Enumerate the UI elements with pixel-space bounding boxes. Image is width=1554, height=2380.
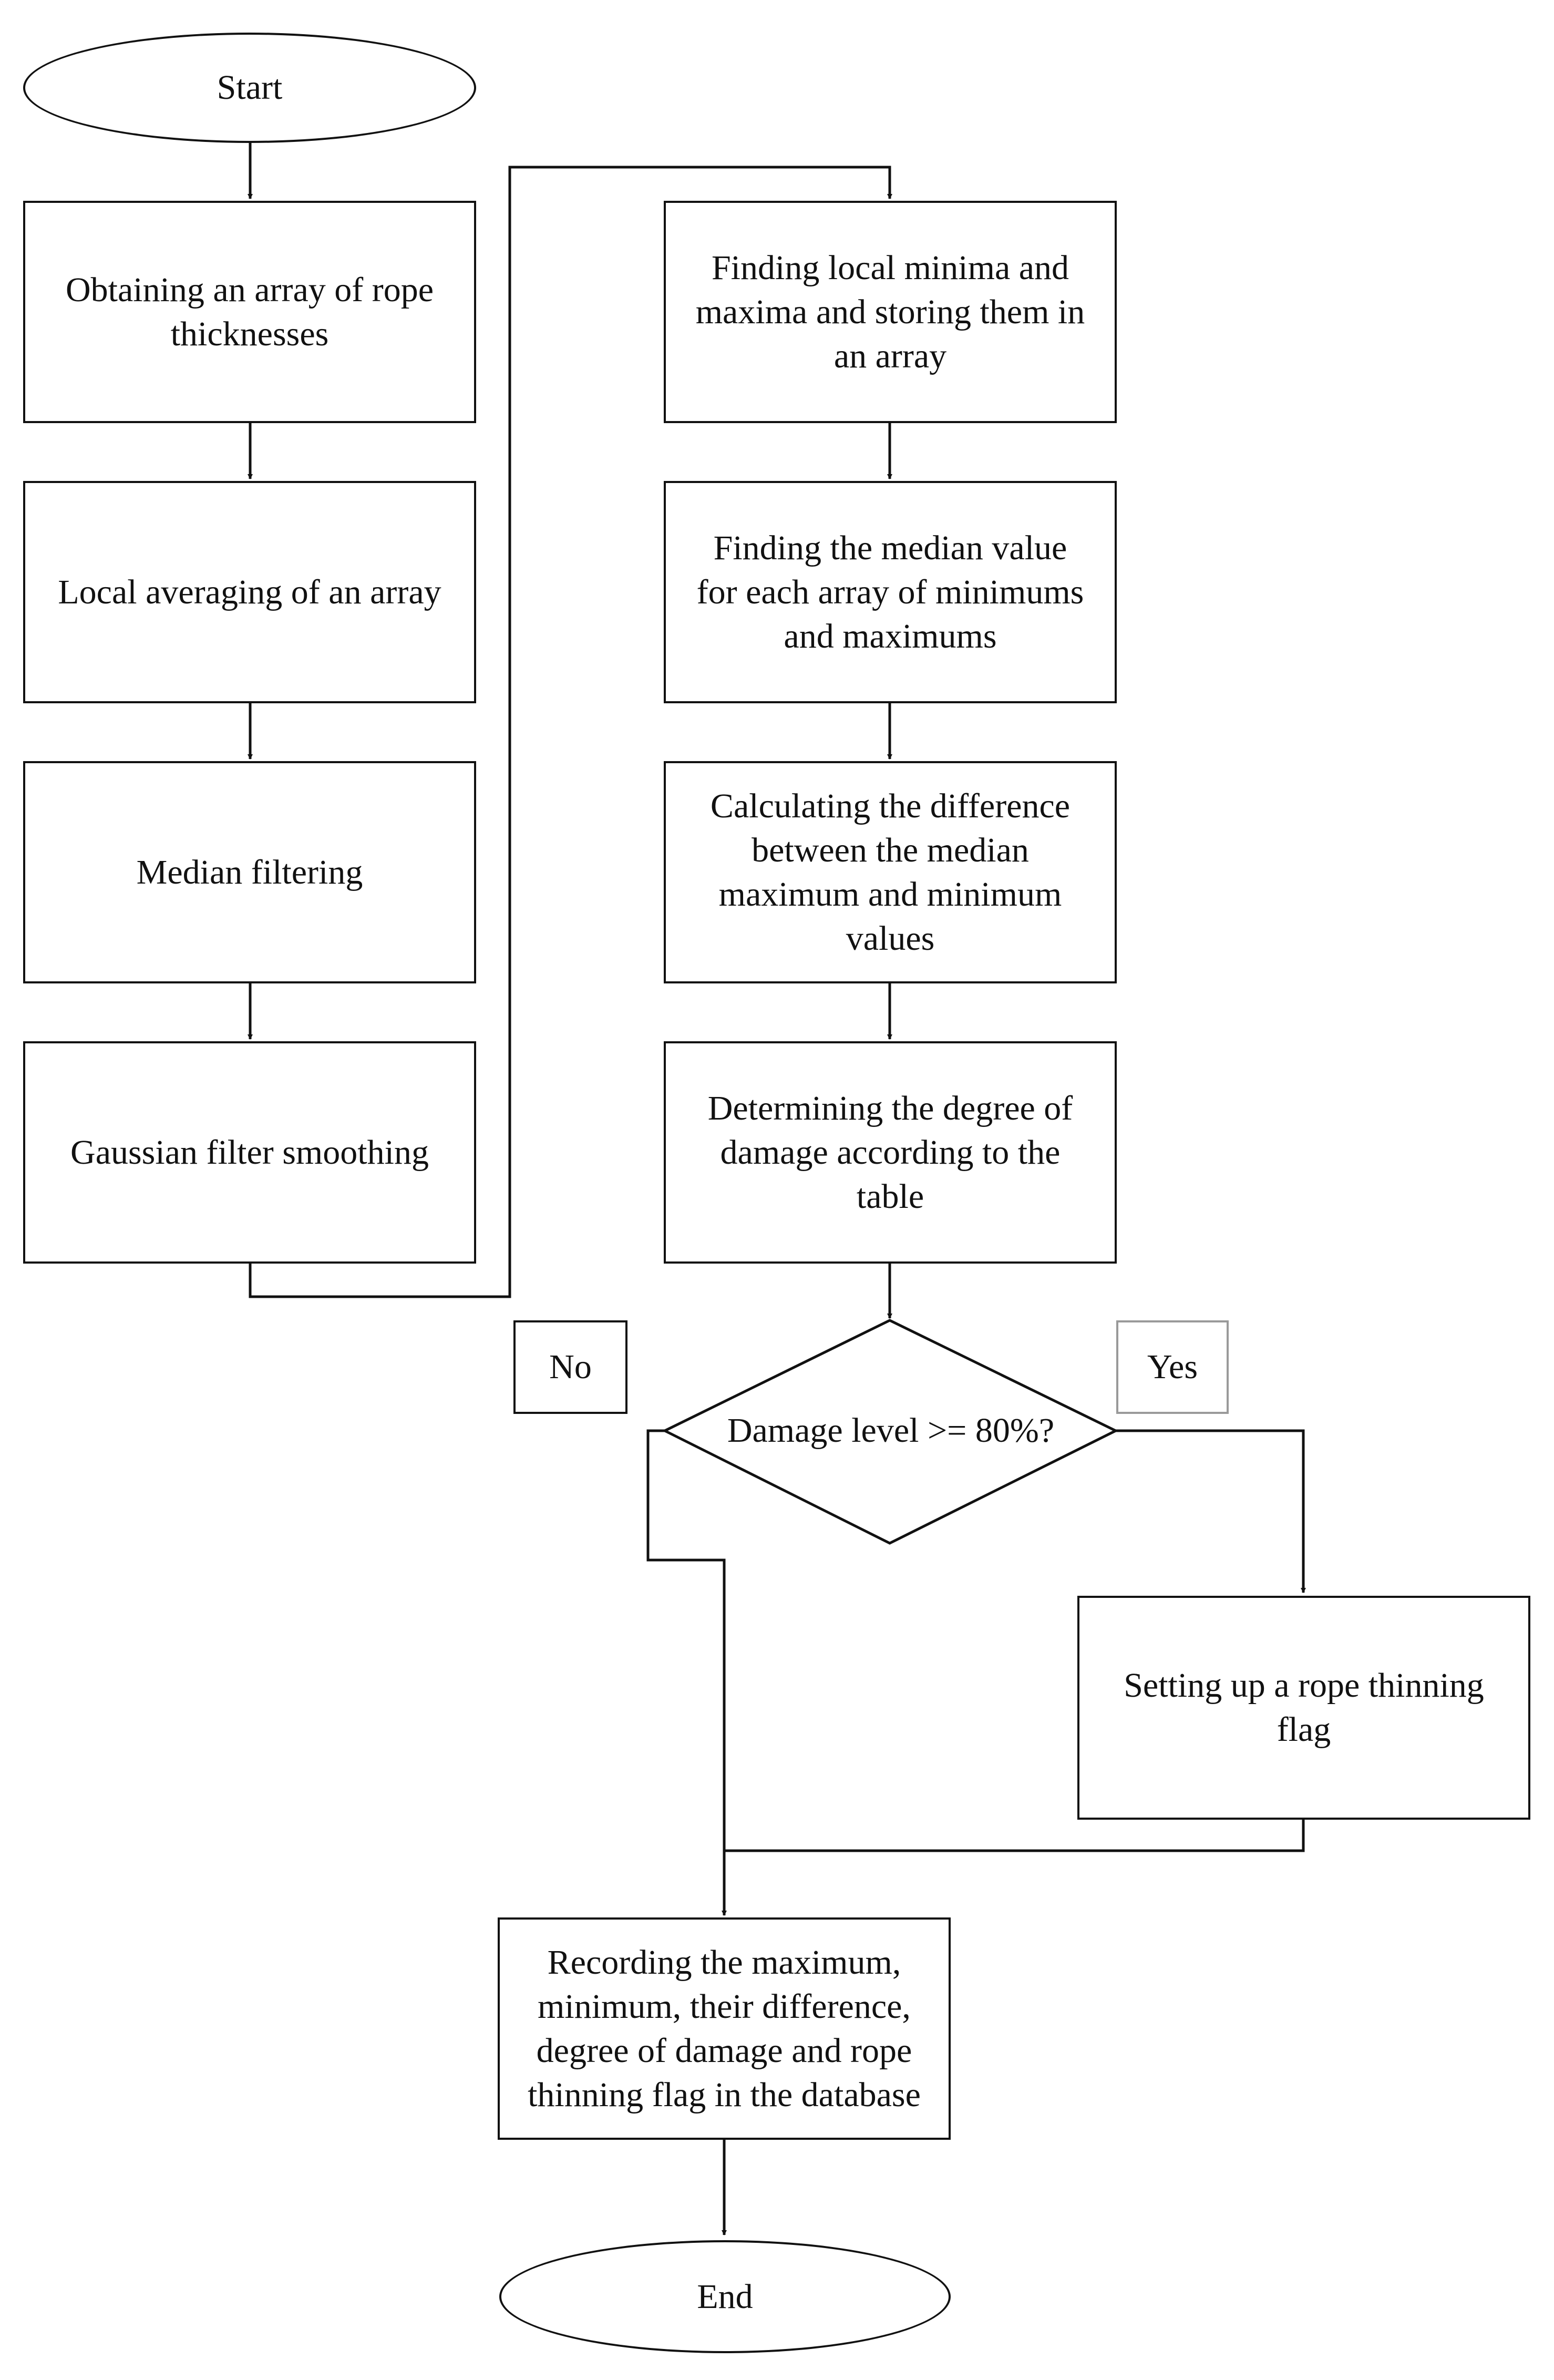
process-median-filtering: Median filtering	[23, 761, 476, 983]
process-local-averaging: Local averaging of an array	[23, 481, 476, 703]
process-set-thinning-flag-label: Setting up a rope thinning flag	[1124, 1666, 1484, 1749]
end-label: End	[697, 2277, 753, 2316]
process-gaussian-smoothing: Gaussian filter smoothing	[23, 1041, 476, 1264]
start-label: Start	[217, 68, 283, 107]
process-median-filtering-label: Median filtering	[136, 853, 363, 891]
process-set-thinning-flag: Setting up a rope thinning flag	[1077, 1596, 1530, 1820]
process-record-database-label: Recording the maximum, minimum, their di…	[528, 1943, 921, 2114]
branch-yes-label: Yes	[1116, 1320, 1229, 1414]
decision-label-container: Damage level >= 80%?	[691, 1399, 1090, 1462]
process-damage-degree: Determining the degree of damage accordi…	[664, 1041, 1117, 1264]
process-gaussian-smoothing-label: Gaussian filter smoothing	[70, 1133, 429, 1172]
process-obtain-array-label: Obtaining an array of rope thicknesses	[65, 270, 434, 353]
process-calculate-difference: Calculating the difference between the m…	[664, 761, 1117, 983]
arrow-decision-yes-to-flag	[1116, 1429, 1306, 1593]
branch-no-text: No	[549, 1348, 592, 1386]
line-flag-to-merge	[724, 1820, 1305, 1852]
branch-yes-text: Yes	[1147, 1348, 1198, 1386]
process-damage-degree-label: Determining the degree of damage accordi…	[707, 1089, 1073, 1216]
end-terminator: End	[499, 2240, 951, 2353]
process-median-value-label: Finding the median value for each array …	[696, 528, 1084, 655]
process-record-database: Recording the maximum, minimum, their di…	[498, 1917, 951, 2140]
branch-no-label: No	[513, 1320, 627, 1414]
decision-label: Damage level >= 80%?	[727, 1411, 1055, 1450]
process-median-value: Finding the median value for each array …	[664, 481, 1117, 703]
process-find-extrema-label: Finding local minima and maxima and stor…	[695, 248, 1085, 375]
process-obtain-array: Obtaining an array of rope thicknesses	[23, 201, 476, 423]
start-terminator: Start	[23, 33, 476, 143]
process-find-extrema: Finding local minima and maxima and stor…	[664, 201, 1117, 423]
arrow-gaussian-to-find-extrema	[249, 166, 892, 1298]
process-calculate-difference-label: Calculating the difference between the m…	[710, 786, 1071, 958]
process-local-averaging-label: Local averaging of an array	[58, 572, 441, 611]
decision-diamond	[662, 1319, 1119, 1545]
arrow-decision-no-to-record	[646, 1429, 727, 1916]
